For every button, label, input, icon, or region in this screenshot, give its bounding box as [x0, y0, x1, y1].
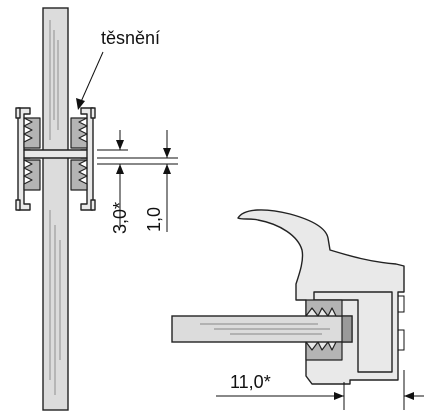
glass-panel-left [42, 7, 69, 411]
seal-label: těsnění [101, 28, 160, 48]
dimension-arrow [163, 164, 171, 174]
dimension-arrow [116, 140, 124, 150]
flange-lip [90, 199, 96, 211]
seal-right-upper [305, 299, 343, 317]
dim-depth-label: 11,0* [230, 372, 271, 392]
dim-gap-label: 3,0* [110, 202, 130, 234]
profile-notch [398, 295, 405, 313]
seal-lower-left [23, 159, 41, 191]
seal-upper-right [70, 117, 88, 149]
dim-thickness-label: 1,0 [144, 207, 164, 232]
profile-web [23, 149, 88, 159]
seal-right-lower [305, 341, 343, 361]
flange-lip [90, 107, 96, 119]
dimension-depth: 11,0* [216, 370, 424, 410]
seal-upper-left [23, 117, 41, 149]
seal-lower-right [70, 159, 88, 191]
dimension-thickness: 1,0 [144, 130, 171, 232]
profile-notch [398, 329, 405, 351]
seal-leader-line [79, 51, 104, 105]
flange-lip [15, 199, 21, 211]
dimension-arrow [334, 392, 344, 400]
dimension-arrow [404, 392, 414, 400]
dimension-arrow [116, 164, 124, 174]
dimension-gap: 3,0* [97, 130, 178, 234]
seal-leader-arrow [76, 98, 85, 110]
seal-right-end [341, 315, 353, 343]
right-handle-detail [171, 209, 405, 385]
left-joint-detail [15, 7, 96, 411]
dimension-arrow [163, 148, 171, 158]
flange-lip [15, 107, 21, 119]
